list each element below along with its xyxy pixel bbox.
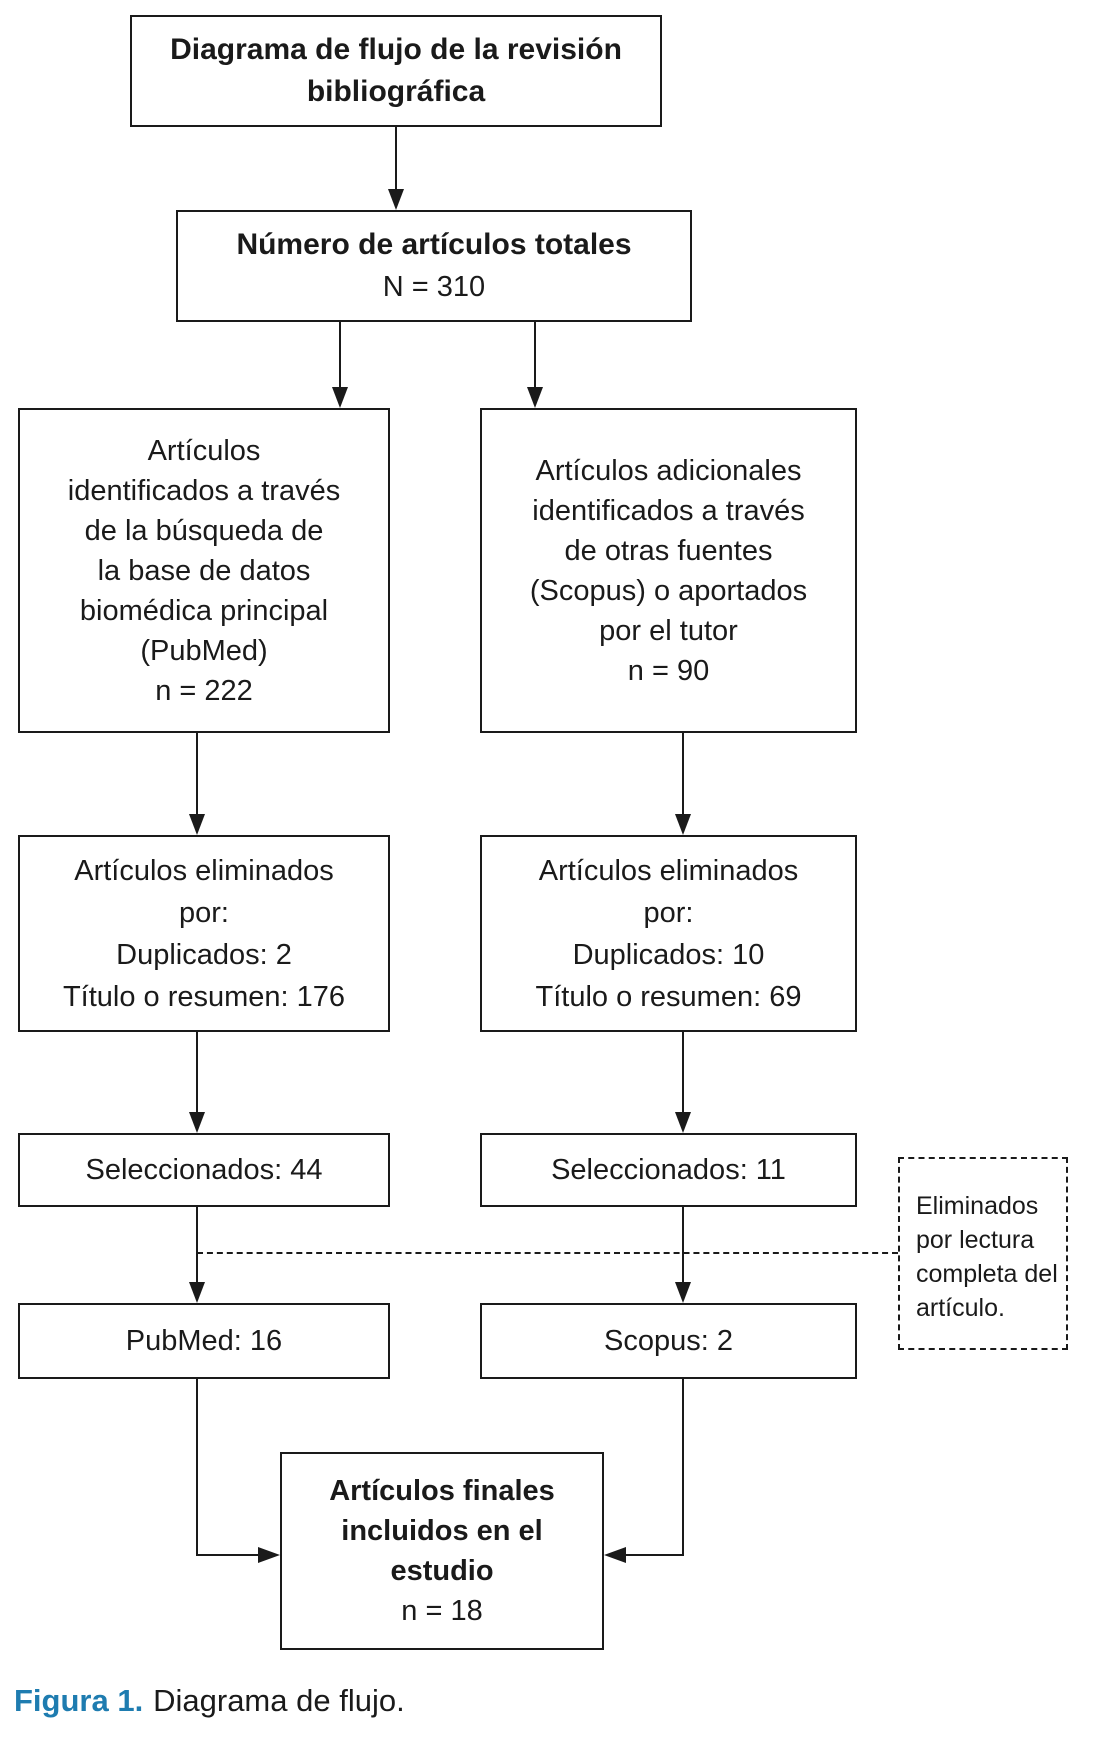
connector-selected-to-scopus-final [682, 1207, 684, 1283]
pubmed-identified-line: la base de datos [97, 554, 311, 587]
other-sources-count: n = 90 [627, 654, 710, 687]
box-scopus-final-count: Scopus: 2 [480, 1303, 857, 1379]
fulltext-note-line: completa del [916, 1260, 1058, 1288]
figure-caption-text: Diagrama de flujo. [153, 1683, 405, 1718]
final-included-line: Artículos finales [329, 1475, 555, 1507]
final-included-count: n = 18 [401, 1595, 483, 1627]
box-pubmed-final-count: PubMed: 16 [18, 1303, 390, 1379]
connector-removed-to-selected-left [196, 1032, 198, 1113]
pubmed-identified-count: n = 222 [155, 674, 253, 707]
other-sources-line: Artículos adicionales [535, 454, 802, 487]
figure-caption: Figura 1. Diagrama de flujo. [14, 1682, 405, 1720]
connector-pubmed-final-elbow-horizontal [196, 1554, 258, 1556]
arrowhead-down-icon [527, 387, 543, 408]
pubmed-final-label: PubMed: 16 [125, 1325, 283, 1357]
arrowhead-down-icon [189, 1282, 205, 1303]
other-sources-line: (Scopus) o aportados [529, 574, 808, 607]
removed-scopus-title-abstract: Título o resumen: 69 [535, 980, 802, 1013]
box-selected-pubmed: Seleccionados: 44 [18, 1133, 390, 1207]
box-final-included: Artículos finales incluidos en el estudi… [280, 1452, 604, 1650]
box-removed-pubmed: Artículos eliminados por: Duplicados: 2 … [18, 835, 390, 1032]
pubmed-identified-line: de la búsqueda de [84, 514, 324, 547]
arrowhead-right-icon [258, 1547, 280, 1563]
final-included-line: estudio [390, 1555, 494, 1587]
total-heading: Número de artículos totales [236, 228, 632, 261]
title-line: bibliográfica [306, 75, 486, 108]
connector-selected-to-pubmed-final [196, 1207, 198, 1283]
box-selected-scopus: Seleccionados: 11 [480, 1133, 857, 1207]
box-removed-scopus: Artículos eliminados por: Duplicados: 10… [480, 835, 857, 1032]
scopus-final-label: Scopus: 2 [604, 1325, 733, 1357]
box-other-sources: Artículos adicionales identificados a tr… [480, 408, 857, 733]
removed-pubmed-line: por: [179, 896, 229, 929]
box-total-articles: Número de artículos totales N = 310 [176, 210, 692, 322]
selected-pubmed-label: Seleccionados: 44 [85, 1154, 323, 1186]
arrowhead-left-icon [604, 1547, 626, 1563]
pubmed-identified-line: identificados a través [67, 474, 341, 507]
connector-removed-to-selected-right [682, 1032, 684, 1113]
removed-scopus-line: por: [643, 896, 694, 929]
removed-pubmed-line: Artículos eliminados [74, 854, 334, 887]
connector-title-to-total [395, 127, 397, 189]
removed-scopus-duplicates: Duplicados: 10 [572, 938, 765, 971]
removed-pubmed-duplicates: Duplicados: 2 [116, 938, 292, 971]
arrowhead-down-icon [332, 387, 348, 408]
fulltext-note-line: artículo. [916, 1294, 1005, 1322]
arrowhead-down-icon [189, 814, 205, 835]
removed-pubmed-title-abstract: Título o resumen: 176 [62, 980, 346, 1013]
dashed-connector-to-note [197, 1252, 898, 1254]
other-sources-line: de otras fuentes [564, 534, 773, 567]
fulltext-note-line: por lectura [916, 1226, 1035, 1254]
selected-scopus-label: Seleccionados: 11 [551, 1154, 786, 1186]
figure-caption-label: Figura 1. [14, 1683, 144, 1718]
box-pubmed-identified: Artículos identificados a través de la b… [18, 408, 390, 733]
arrowhead-down-icon [675, 1282, 691, 1303]
arrowhead-down-icon [675, 814, 691, 835]
connector-pubmed-final-elbow-vertical [196, 1379, 198, 1556]
arrowhead-down-icon [388, 189, 404, 210]
connector-other-to-removed [682, 733, 684, 815]
pubmed-identified-line: biomédica principal [79, 594, 329, 627]
fulltext-note-line: Eliminados [916, 1192, 1039, 1220]
removed-scopus-line: Artículos eliminados [538, 854, 799, 887]
connector-scopus-final-elbow-horizontal [626, 1554, 684, 1556]
other-sources-line: por el tutor [599, 614, 738, 647]
connector-scopus-final-elbow-vertical [682, 1379, 684, 1556]
title-line: Diagrama de flujo de la revisión [170, 33, 622, 66]
total-count: N = 310 [382, 271, 486, 303]
other-sources-line: identificados a través [532, 494, 805, 527]
connector-total-to-other [534, 322, 536, 388]
box-fulltext-elimination-note: Eliminados por lectura completa del artí… [898, 1157, 1068, 1350]
final-included-line: incluidos en el [341, 1515, 543, 1547]
box-diagram-title: Diagrama de flujo de la revisión bibliog… [130, 15, 662, 127]
arrowhead-down-icon [189, 1112, 205, 1133]
arrowhead-down-icon [675, 1112, 691, 1133]
connector-total-to-pubmed [339, 322, 341, 388]
pubmed-identified-line: Artículos [147, 434, 261, 467]
connector-pubmed-to-removed [196, 733, 198, 815]
pubmed-identified-line: (PubMed) [140, 634, 268, 667]
